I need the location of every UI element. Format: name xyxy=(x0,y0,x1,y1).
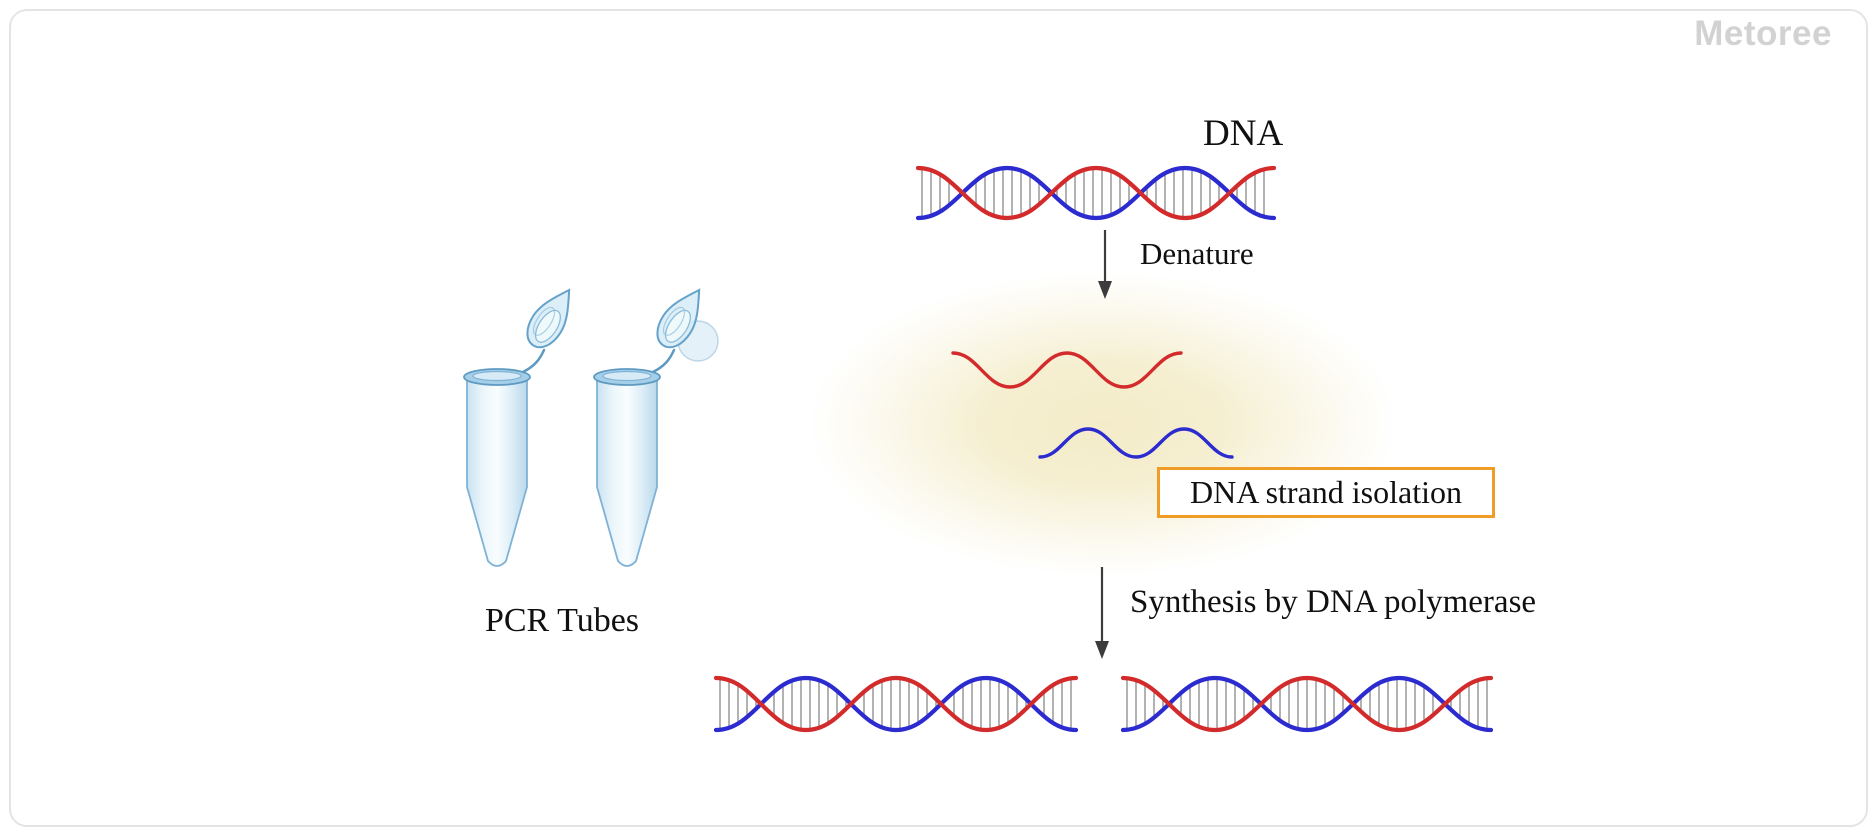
red-strand xyxy=(915,165,1277,221)
blue-strand xyxy=(1120,675,1494,733)
pcr-tube-2 xyxy=(592,280,719,568)
metoree-watermark: Metoree xyxy=(1694,14,1832,53)
dna-strand-isolation-box: DNA strand isolation xyxy=(1157,467,1495,518)
down-arrow-denature xyxy=(1098,230,1112,299)
heat-glow xyxy=(808,272,1398,576)
denature-label: Denature xyxy=(1140,236,1254,271)
isolated-red-strand xyxy=(951,351,1183,389)
synthesis-label: Synthesis by DNA polymerase xyxy=(1130,584,1537,620)
red-strand xyxy=(1120,675,1494,733)
isolated-blue-strand xyxy=(1038,427,1234,459)
red-strand xyxy=(713,675,1079,733)
dna-strand-isolation-label: DNA strand isolation xyxy=(1190,474,1462,510)
down-arrow-synthesis xyxy=(1095,567,1109,659)
blue-strand xyxy=(713,675,1079,733)
base-pair-rungs xyxy=(921,168,1265,218)
dna-label: DNA xyxy=(1203,113,1284,154)
pcr-tube-1 xyxy=(462,280,584,568)
dna-double-helix-bottom-left xyxy=(713,675,1079,733)
pcr-tubes-label: PCR Tubes xyxy=(484,602,640,639)
base-pair-rungs xyxy=(1126,678,1488,730)
dna-double-helix-bottom-right xyxy=(1120,675,1494,733)
dna-double-helix-top xyxy=(915,165,1277,221)
blue-strand xyxy=(915,165,1277,221)
base-pair-rungs xyxy=(719,678,1072,730)
